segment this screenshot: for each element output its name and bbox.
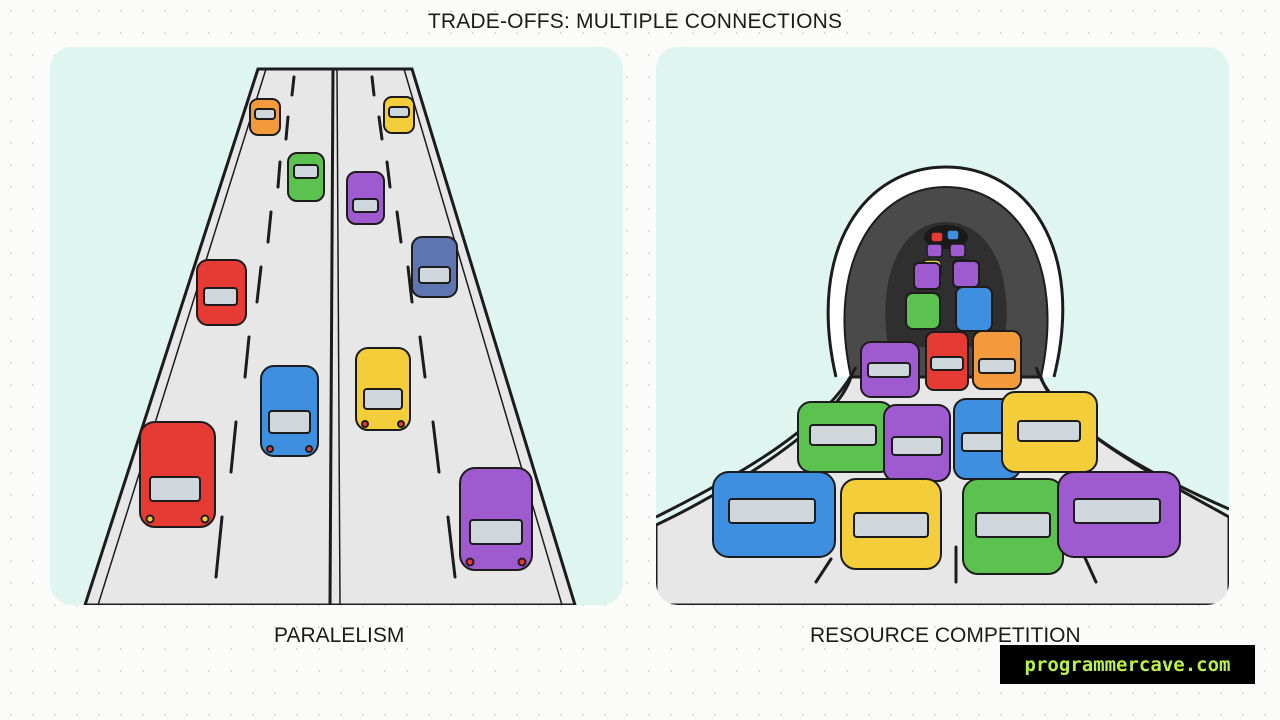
car-blue-near [260,365,319,457]
car-purple-near [459,467,533,571]
car-purple-mid [346,171,385,225]
car-yellow-far [383,96,415,134]
resource-competition-illustration [656,47,1229,605]
car-red-mid [196,259,247,326]
car-green [287,152,325,202]
highway-drawing [83,67,577,605]
car-orange-far [249,98,281,136]
page-title: TRADE-OFFS: MULTIPLE CONNECTIONS [427,10,843,33]
parallelism-illustration [50,47,623,605]
car-slate [411,236,458,298]
tunnel-drawing [656,165,1229,605]
resource-competition-caption: RESOURCE COMPETITION [810,624,1081,647]
car-yellow-near [355,347,411,431]
watermark-badge: programmercave.com [1000,645,1255,684]
car-red-near [139,421,216,528]
parallelism-caption: PARALELISM [274,624,405,647]
